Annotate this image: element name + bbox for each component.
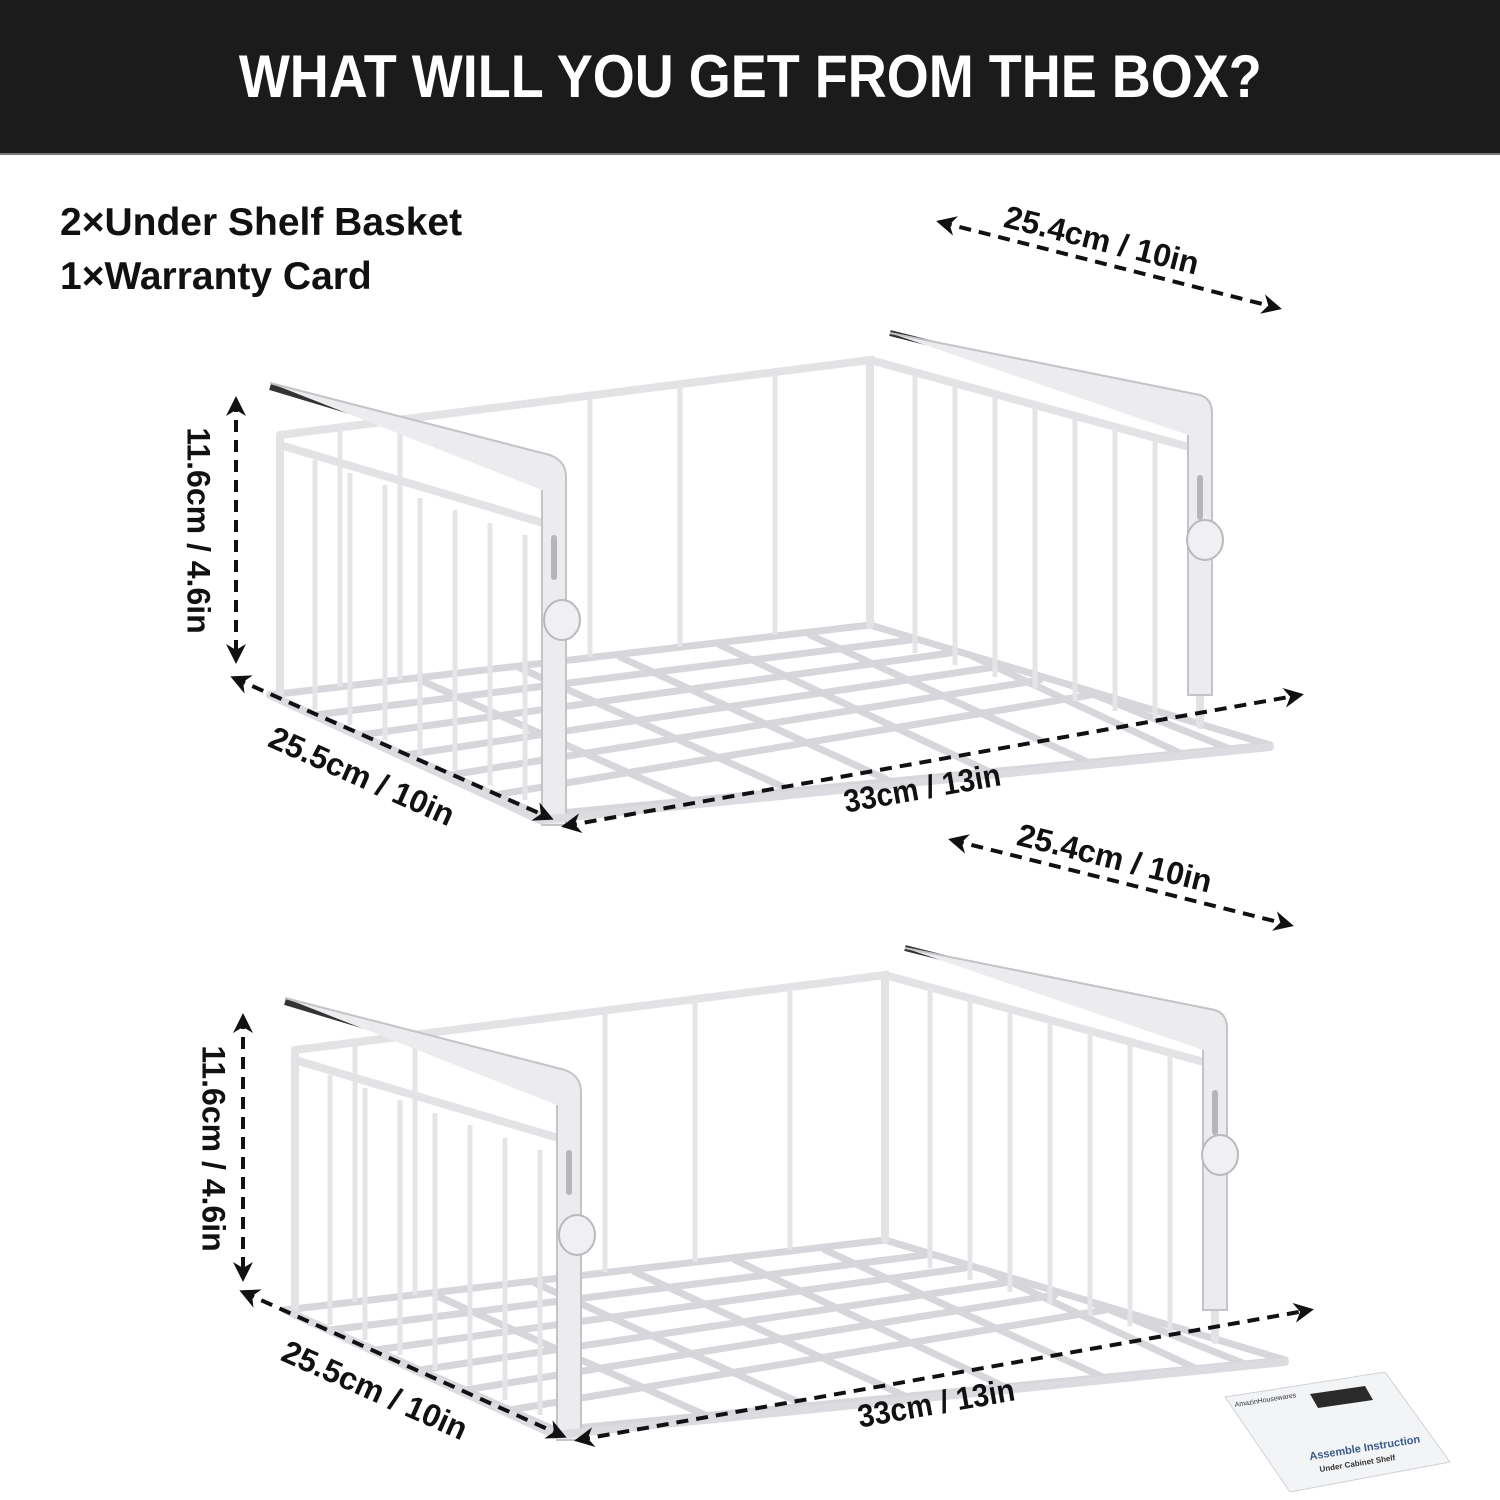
dimension-height-top: 11.6cm / 4.6in (180, 427, 217, 634)
dimension-height-bottom: 11.6cm / 4.6in (195, 1045, 232, 1252)
contents-item-basket: 2×Under Shelf Basket (60, 201, 463, 244)
box-contents-list: 2×Under Shelf Basket 1×Warranty Card (60, 196, 462, 304)
basket-top (270, 333, 1270, 825)
contents-item-warranty-card: 1×Warranty Card (60, 255, 372, 298)
header-banner: WHAT WILL YOU GET FROM THE BOX? (0, 0, 1500, 155)
basket-bottom (285, 948, 1285, 1440)
page-title: WHAT WILL YOU GET FROM THE BOX? (238, 43, 1262, 110)
warranty-card-image: AmazinHousewares Assemble Instruction Un… (1215, 1371, 1455, 1493)
